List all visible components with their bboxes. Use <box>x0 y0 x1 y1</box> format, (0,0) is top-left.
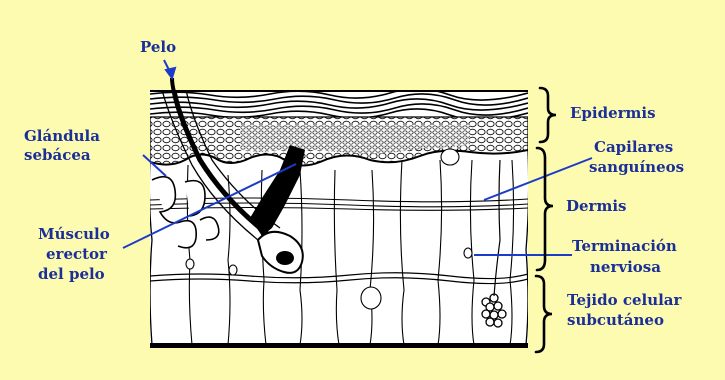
label-musculo-line3: del pelo <box>38 265 105 284</box>
hair-above-skin <box>172 78 174 92</box>
label-glandula-line1: Glándula <box>24 127 100 146</box>
subcutaneous-brace <box>536 276 552 352</box>
label-tejido-line1: Tejido celular <box>567 291 681 310</box>
pelo-arrowhead <box>166 68 175 78</box>
tissue-block <box>149 89 528 348</box>
braces <box>536 88 556 352</box>
label-terminacion-line1: Terminación <box>572 237 677 256</box>
label-capilares-line2: sanguíneos <box>589 158 684 177</box>
label-tejido-line2: subcutáneo <box>567 311 664 330</box>
label-glandula-line2: sebácea <box>24 146 91 165</box>
dermis-brace <box>537 148 553 270</box>
label-capilares-line1: Capilares <box>594 138 673 157</box>
epidermis-brace <box>540 88 556 142</box>
label-terminacion-line2: nerviosa <box>590 258 661 277</box>
label-dermis: Dermis <box>566 197 626 216</box>
label-musculo-line1: Músculo <box>38 225 110 244</box>
label-pelo: Pelo <box>140 38 176 57</box>
label-epidermis: Epidermis <box>570 104 656 123</box>
label-musculo-line2: erector <box>46 245 107 264</box>
